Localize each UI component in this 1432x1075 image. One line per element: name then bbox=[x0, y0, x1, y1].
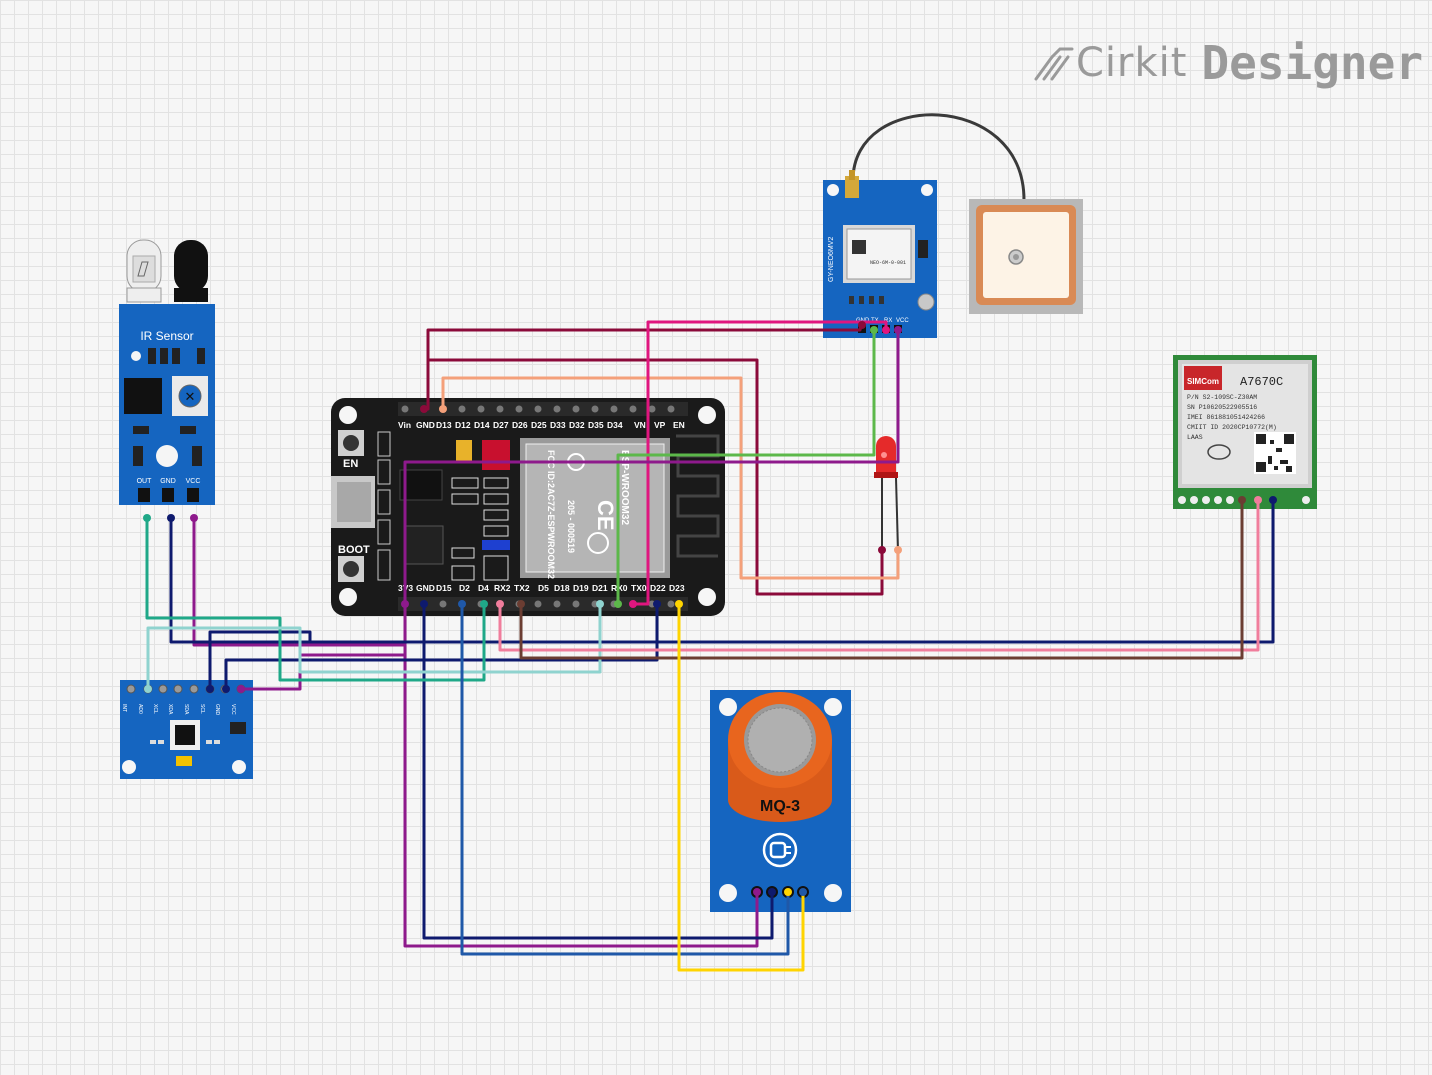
gps-chip-text: NEO-6M-0-001 bbox=[870, 260, 906, 266]
esp32-pin-d12: D12 bbox=[455, 420, 471, 430]
usb-port[interactable] bbox=[331, 476, 375, 528]
gps-antenna[interactable] bbox=[851, 113, 1083, 314]
pin-connection-dots bbox=[143, 321, 1277, 896]
mpu-pin-sda: SDA bbox=[183, 704, 189, 715]
wire-gsm-tx bbox=[498, 500, 1260, 652]
wroom-name: ESP-WROOM32 bbox=[619, 450, 630, 525]
esp32-pin-d25: D25 bbox=[531, 420, 547, 430]
ce-mark-icon: CE bbox=[593, 500, 618, 531]
wire-ir-out bbox=[145, 518, 486, 682]
esp32-pin-d14: D14 bbox=[474, 420, 490, 430]
gps-pin-vcc: VCC bbox=[896, 318, 909, 324]
gps-pin-rx: RX bbox=[884, 318, 892, 324]
esp32-pin-d5: D5 bbox=[538, 583, 549, 593]
ir-sensor[interactable]: IR Sensor ✕ OUT GND VCC bbox=[119, 239, 215, 505]
ir-pin-out: OUT bbox=[137, 478, 153, 485]
esp32-pin-d15: D15 bbox=[436, 583, 452, 593]
gsm-sn: SN P10620522905516 bbox=[1187, 404, 1257, 411]
ccc-mark-icon bbox=[1207, 444, 1231, 460]
esp32-pin-d27: D27 bbox=[493, 420, 509, 430]
mq3-sensor[interactable]: MQ-3 bbox=[710, 690, 851, 912]
esp32-pin-d26: D26 bbox=[512, 420, 528, 430]
boot-button-label: BOOT bbox=[338, 544, 370, 556]
wire-led-anode bbox=[441, 376, 900, 580]
wire-mq3-dout bbox=[460, 604, 790, 956]
mpu-pin-vcc: VCC bbox=[230, 704, 236, 715]
mpu6050-module[interactable]: INT AD0 XCL XDA SDA SCL GND VCC bbox=[120, 680, 253, 779]
wire-mq3-vcc bbox=[403, 604, 759, 948]
esp32-pin-vin: Vin bbox=[398, 420, 411, 430]
esp32-pin-d23: D23 bbox=[669, 583, 685, 593]
esp32-pin-d35: D35 bbox=[588, 420, 604, 430]
esp32-pin-d22: D22 bbox=[650, 583, 666, 593]
mq3-label: MQ-3 bbox=[760, 798, 800, 815]
wire-mpu-gnd bbox=[224, 604, 659, 689]
esp32-pin-en: EN bbox=[673, 420, 685, 430]
wire-mq3-aout bbox=[677, 604, 805, 972]
wire-mq3-gnd bbox=[422, 604, 774, 940]
wire-gps-gnd bbox=[424, 321, 864, 411]
gsm-cmiit: CMIIT ID 2020CP10772(M) bbox=[1187, 424, 1277, 431]
esp32-pin-d19: D19 bbox=[573, 583, 589, 593]
esp32-pin-gnd-top: GND bbox=[416, 420, 435, 430]
ir-sensor-title: IR Sensor bbox=[140, 329, 193, 343]
esp32-pin-gnd-bottom: GND bbox=[416, 583, 435, 593]
wire-mpu-ad0 bbox=[146, 604, 602, 689]
gsm-pn: P/N S2-109SC-Z30AM bbox=[1187, 394, 1257, 401]
esp32-pin-rx2: RX2 bbox=[494, 583, 511, 593]
boot-button[interactable] bbox=[338, 556, 364, 582]
esp32-pin-d4: D4 bbox=[478, 583, 489, 593]
wroom-code: 205 - 000519 bbox=[566, 500, 576, 553]
red-led[interactable] bbox=[874, 436, 899, 551]
cirkit-logo-icon bbox=[1034, 47, 1074, 81]
espressif-logo-icon bbox=[587, 532, 609, 554]
plug-icon bbox=[762, 832, 798, 868]
esp32-pin-d34: D34 bbox=[607, 420, 623, 430]
en-button[interactable] bbox=[338, 430, 364, 456]
cirkit-designer-logo: Cirkit Designer bbox=[1032, 36, 1423, 90]
esp32-top-header bbox=[398, 402, 688, 416]
gsm-brand: SIMCom bbox=[1187, 377, 1219, 386]
ir-pin-vcc: VCC bbox=[186, 478, 201, 485]
esp32-pin-vp: VP bbox=[654, 420, 666, 430]
qr-code-icon bbox=[1254, 432, 1296, 474]
ir-pin-gnd: GND bbox=[160, 478, 176, 485]
wire-gps-rx bbox=[633, 320, 888, 606]
gps-module[interactable]: NEO-6M-0-001 GY-NEO6MV2 VCC RX TX GND bbox=[823, 170, 937, 338]
mpu-pin-ad0: AD0 bbox=[137, 704, 143, 714]
esp32-pin-d13: D13 bbox=[436, 420, 452, 430]
gsm-extra: LAAS bbox=[1187, 434, 1203, 441]
esp32-pin-d33: D33 bbox=[550, 420, 566, 430]
svg-text:✕: ✕ bbox=[185, 390, 196, 405]
mpu-pin-xcl: XCL bbox=[152, 704, 158, 714]
gsm-imei: IMEI 861881051424266 bbox=[1187, 414, 1265, 421]
en-button-label: EN bbox=[343, 458, 358, 470]
esp32-pin-tx2: TX2 bbox=[514, 583, 530, 593]
mpu-pin-int: INT bbox=[121, 704, 127, 712]
esp32-pin-d21: D21 bbox=[592, 583, 608, 593]
gsm-model: A7670C bbox=[1240, 375, 1283, 389]
wire-gsm-gnd bbox=[208, 500, 1275, 689]
wire-gsm-rx bbox=[519, 500, 1244, 660]
wire-gps-tx bbox=[616, 330, 876, 604]
esp32-pin-vn: VN bbox=[634, 420, 646, 430]
mpu-pin-scl: SCL bbox=[199, 704, 205, 714]
esp32-board[interactable]: Vin GND D13 D12 D14 D27 D26 D25 D33 D32 … bbox=[331, 398, 725, 616]
wire-gps-vcc bbox=[403, 330, 900, 604]
esp32-pin-d2: D2 bbox=[459, 583, 470, 593]
mpu-pin-gnd: GND bbox=[214, 704, 220, 716]
gsm-module[interactable]: SIMCom A7670C P/N S2-109SC-Z30AM SN P106… bbox=[1173, 355, 1317, 509]
esp32-pin-tx0: TX0 bbox=[631, 583, 647, 593]
product-name: Designer bbox=[1201, 36, 1424, 90]
esp32-pin-d18: D18 bbox=[554, 583, 570, 593]
wroom-fcc: FCC ID:2AC7Z-ESPWROOM32 bbox=[546, 450, 556, 579]
brand-name: Cirkit bbox=[1076, 40, 1188, 86]
gps-side-label: GY-NEO6MV2 bbox=[828, 237, 835, 282]
mpu-pin-xda: XDA bbox=[167, 704, 173, 715]
esp32-pin-d32: D32 bbox=[569, 420, 585, 430]
wire-ir-vcc bbox=[192, 518, 405, 647]
